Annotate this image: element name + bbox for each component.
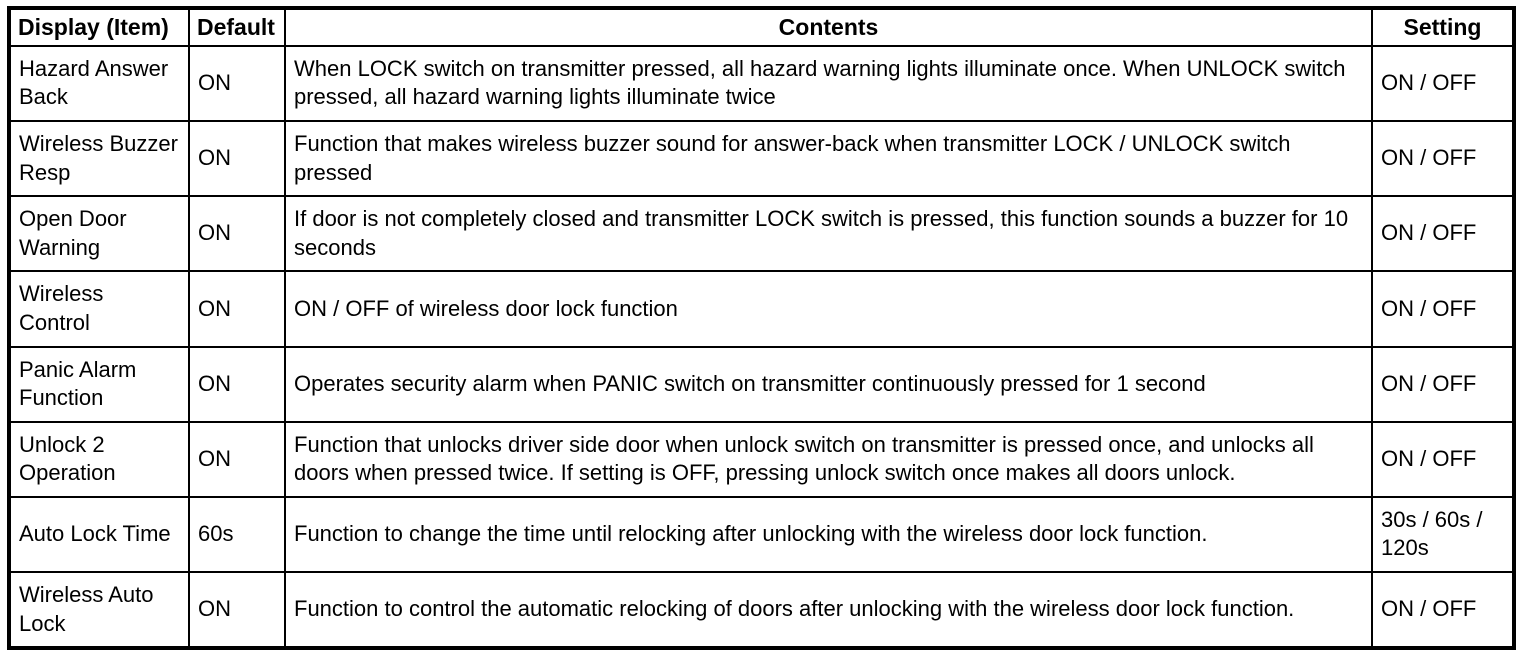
cell-default: ON xyxy=(188,270,286,348)
cell-contents: Function that unlocks driver side door w… xyxy=(284,420,1373,498)
settings-table: Display (Item) Default Contents Setting … xyxy=(7,6,1516,651)
cell-contents: When LOCK switch on transmitter pressed,… xyxy=(284,44,1373,122)
cell-display: Panic Alarm Function xyxy=(8,345,190,423)
cell-default: ON xyxy=(188,44,286,122)
cell-default: ON xyxy=(188,119,286,198)
cell-setting: ON / OFF xyxy=(1371,345,1515,423)
cell-default: ON xyxy=(188,571,286,650)
cell-setting: ON / OFF xyxy=(1371,270,1515,348)
cell-setting: ON / OFF xyxy=(1371,44,1515,122)
column-header-display: Display (Item) xyxy=(8,7,190,47)
cell-contents: Function to control the automatic relock… xyxy=(284,571,1373,650)
column-header-contents: Contents xyxy=(284,7,1373,47)
cell-default: ON xyxy=(188,345,286,423)
cell-display: Wireless Buzzer Resp xyxy=(8,119,190,198)
header-row: Display (Item) Default Contents Setting xyxy=(8,7,1515,47)
cell-display: Wireless Control xyxy=(8,270,190,348)
cell-default: ON xyxy=(188,420,286,498)
cell-default: ON xyxy=(188,195,286,273)
cell-default: 60s xyxy=(188,495,286,574)
cell-setting: ON / OFF xyxy=(1371,420,1515,498)
cell-contents: ON / OFF of wireless door lock function xyxy=(284,270,1373,348)
cell-contents: Operates security alarm when PANIC switc… xyxy=(284,345,1373,423)
settings-table-header: Display (Item) Default Contents Setting xyxy=(8,7,1515,47)
settings-table-container: Display (Item) Default Contents Setting … xyxy=(7,6,1516,651)
column-header-setting: Setting xyxy=(1371,7,1515,47)
cell-display: Auto Lock Time xyxy=(8,495,190,574)
cell-setting: 30s / 60s / 120s xyxy=(1371,495,1515,574)
cell-contents: If door is not completely closed and tra… xyxy=(284,195,1373,273)
cell-contents: Function that makes wireless buzzer soun… xyxy=(284,119,1373,198)
cell-display: Hazard Answer Back xyxy=(8,44,190,122)
cell-display: Unlock 2 Operation xyxy=(8,420,190,498)
cell-setting: ON / OFF xyxy=(1371,195,1515,273)
cell-setting: ON / OFF xyxy=(1371,571,1515,650)
cell-setting: ON / OFF xyxy=(1371,119,1515,198)
cell-display: Wireless Auto Lock xyxy=(8,571,190,650)
column-header-default: Default xyxy=(188,7,286,47)
cell-display: Open Door Warning xyxy=(8,195,190,273)
cell-contents: Function to change the time until relock… xyxy=(284,495,1373,574)
